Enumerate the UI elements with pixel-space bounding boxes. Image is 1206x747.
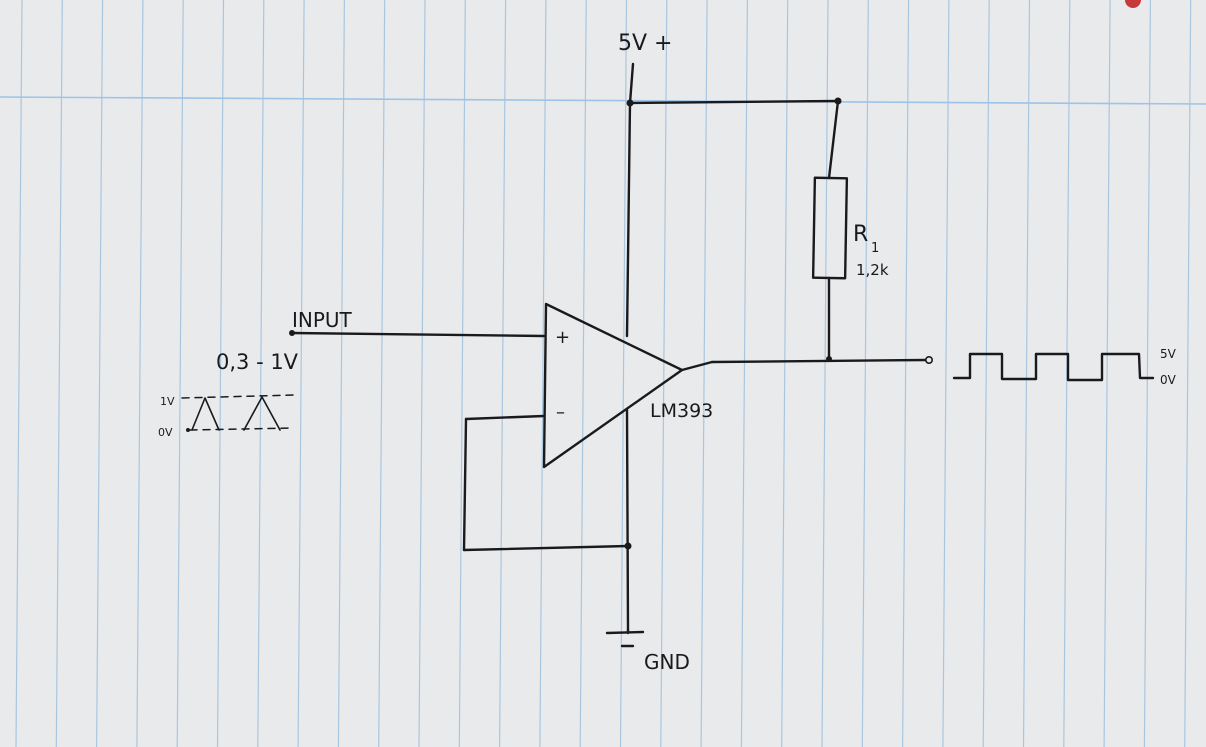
resistor-value: 1,2k — [856, 261, 889, 279]
ruling-line — [136, 0, 144, 747]
ruling-line — [96, 0, 104, 747]
ruling-line — [499, 0, 507, 747]
input-low-level: 0V — [158, 426, 173, 439]
ruling-line — [55, 0, 63, 747]
resistor-r1 — [811, 99, 849, 361]
input-pulse-waveform — [181, 394, 295, 432]
ground-symbol — [605, 628, 645, 648]
ruling-line — [942, 0, 950, 747]
input-wire — [289, 330, 546, 338]
ruling-line — [378, 0, 386, 747]
ruling-line — [619, 0, 628, 747]
ruling-line — [1022, 0, 1031, 747]
ruling-line — [861, 0, 869, 747]
output-low-level: 0V — [1160, 373, 1177, 387]
ruling-line — [821, 0, 829, 747]
ground-label: GND — [644, 650, 690, 674]
resistor-name: R — [853, 222, 868, 247]
output-wire — [680, 355, 933, 372]
ruling-line — [257, 0, 265, 747]
red-ink-mark — [1125, 0, 1141, 8]
ruling-line — [781, 0, 789, 747]
ruling-line — [15, 0, 23, 747]
ruling-line — [901, 0, 910, 747]
resistor-subscript: 1 — [871, 241, 879, 256]
ruling-line — [458, 0, 466, 747]
ruling-line — [579, 0, 587, 747]
ruling-line — [297, 0, 305, 747]
ruling-line — [539, 0, 547, 747]
comparator-triangle — [542, 302, 684, 469]
input-high-level: 1V — [160, 395, 175, 408]
minus-input-sign: – — [556, 402, 565, 423]
paper-header-line — [0, 96, 1206, 105]
ruling-line — [418, 0, 426, 747]
ruling-line — [337, 0, 345, 747]
input-label: INPUT — [292, 308, 353, 332]
supply-rail — [625, 62, 842, 632]
ruling-line — [216, 0, 225, 747]
paper-ruling — [15, 0, 1192, 747]
ruling-line — [660, 0, 668, 747]
output-high-level: 5V — [1160, 347, 1177, 361]
ruling-line — [1143, 0, 1152, 747]
supply-label: 5V + — [618, 31, 672, 56]
plus-input-sign: + — [555, 327, 570, 348]
comparator-part-label: LM393 — [650, 400, 713, 422]
ruling-line — [700, 0, 708, 747]
ruling-line — [1103, 0, 1111, 747]
input-range-label: 0,3 - 1V — [216, 350, 299, 374]
ruling-line — [1184, 0, 1192, 747]
minus-input-wire — [462, 414, 632, 552]
output-square-waveform — [952, 352, 1155, 382]
ruling-line — [982, 0, 990, 747]
ruling-line — [740, 0, 749, 747]
ruling-line — [176, 0, 184, 747]
